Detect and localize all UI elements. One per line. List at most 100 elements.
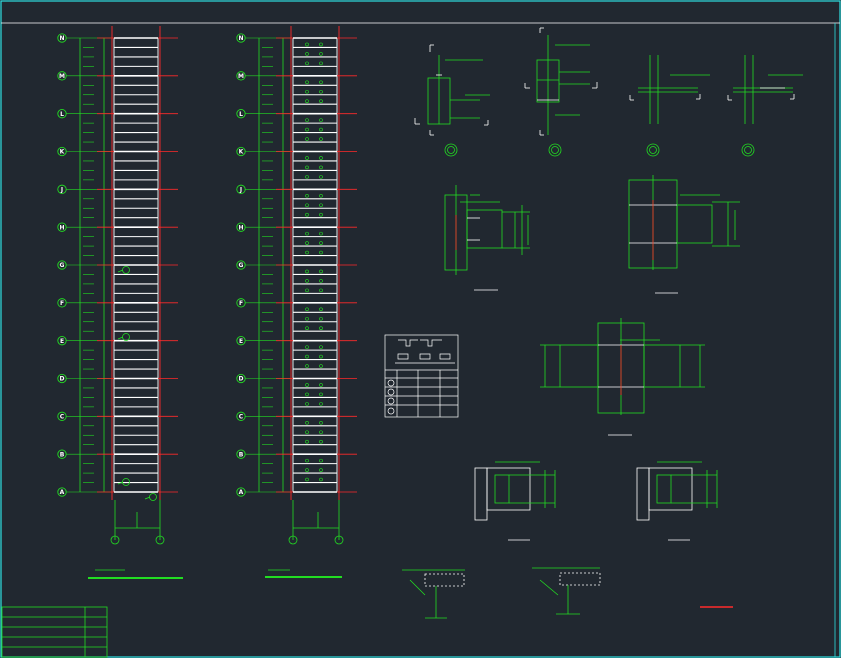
axis-bubble	[57, 222, 67, 232]
stud-mark	[305, 203, 309, 208]
stud-mark	[305, 402, 309, 406]
stud-mark	[319, 354, 323, 359]
stud-mark	[305, 137, 309, 141]
axis-bubble	[236, 184, 246, 194]
axis-label: H	[238, 224, 243, 231]
stud-mark	[305, 175, 309, 179]
stud-mark	[319, 241, 323, 245]
stud-mark	[305, 383, 309, 387]
detail-beam-column-large	[540, 318, 705, 436]
axis-bubble	[236, 109, 246, 119]
axis-bubble	[57, 449, 67, 459]
axis-label: G	[60, 262, 65, 269]
section-marker	[122, 266, 130, 274]
stud-mark	[305, 316, 309, 321]
plan-middle-bottom-dims	[265, 500, 344, 578]
detail-row-top	[414, 27, 803, 157]
stud-mark	[319, 364, 323, 368]
stud-mark	[305, 269, 309, 274]
axis-label: L	[239, 111, 243, 118]
stud-mark	[305, 127, 309, 132]
stud-mark	[319, 430, 323, 435]
axis-bubble	[57, 260, 67, 270]
stud-mark	[319, 231, 323, 236]
axis-bubble	[236, 33, 246, 43]
stud-mark	[319, 250, 323, 255]
stud-mark	[305, 165, 309, 170]
axis-label: J	[60, 187, 63, 194]
axis-bubble	[57, 146, 67, 157]
axis-bubble	[236, 411, 246, 421]
axis-label: L	[60, 111, 64, 118]
axis-label: G	[239, 262, 244, 269]
axis-bubble	[57, 71, 67, 81]
axis-label: D	[239, 376, 244, 383]
title-block	[1, 606, 108, 658]
stud-mark	[319, 420, 323, 425]
stud-mark	[319, 468, 323, 472]
axis-bubble	[57, 184, 67, 194]
axis-bubble	[57, 411, 67, 421]
axis-bubble	[57, 373, 67, 384]
stud-mark	[305, 61, 309, 66]
axis-label: C	[239, 414, 244, 421]
stud-mark	[305, 212, 309, 217]
stud-mark	[319, 156, 323, 160]
stud-mark	[319, 477, 323, 482]
axis-label: M	[238, 73, 244, 80]
stud-mark	[319, 118, 323, 122]
connection-schedule-table	[384, 334, 459, 418]
stud-mark	[305, 193, 309, 198]
axis-bubble	[57, 487, 67, 497]
stud-mark	[319, 279, 323, 283]
axis-bubble	[57, 109, 67, 119]
stud-mark	[305, 345, 309, 349]
axis-label: K	[60, 149, 65, 156]
stud-mark	[305, 89, 309, 94]
slab-section-one	[402, 569, 465, 619]
stud-mark	[305, 439, 309, 444]
stud-mark	[319, 307, 323, 312]
stud-mark	[319, 80, 323, 85]
stud-mark	[319, 402, 323, 406]
axis-bubble	[236, 260, 246, 270]
stud-mark	[319, 137, 323, 141]
stud-mark	[305, 52, 309, 56]
stud-mark	[305, 364, 309, 368]
stud-mark	[305, 118, 309, 122]
section-marker-leader	[117, 269, 124, 273]
axis-label: B	[60, 451, 65, 458]
stud-mark	[305, 156, 309, 160]
stud-mark	[305, 307, 309, 312]
stud-mark	[319, 99, 323, 104]
plan-left-bottom-dims	[88, 500, 183, 579]
axis-bubble	[236, 449, 246, 459]
axis-label: A	[239, 489, 244, 496]
axis-bubble	[57, 336, 67, 346]
axis-label: N	[59, 35, 64, 42]
stud-mark	[319, 345, 323, 349]
stud-mark	[305, 250, 309, 255]
stud-mark	[305, 99, 309, 104]
stud-mark	[319, 89, 323, 94]
stud-mark	[319, 316, 323, 321]
axis-bubble	[236, 373, 246, 384]
axis-label: M	[59, 73, 65, 80]
axis-label: K	[239, 149, 244, 156]
detail-row-bottom	[474, 461, 718, 541]
axis-bubble	[236, 146, 246, 157]
axis-label: E	[60, 338, 64, 345]
stud-mark	[305, 468, 309, 472]
stud-mark	[305, 430, 309, 435]
stud-mark	[319, 383, 323, 387]
stud-mark	[305, 80, 309, 85]
stud-mark	[319, 127, 323, 132]
axis-label: F	[60, 300, 64, 307]
stud-mark	[305, 241, 309, 245]
axis-label: H	[59, 224, 64, 231]
stud-mark	[319, 326, 323, 331]
stud-mark	[305, 420, 309, 425]
